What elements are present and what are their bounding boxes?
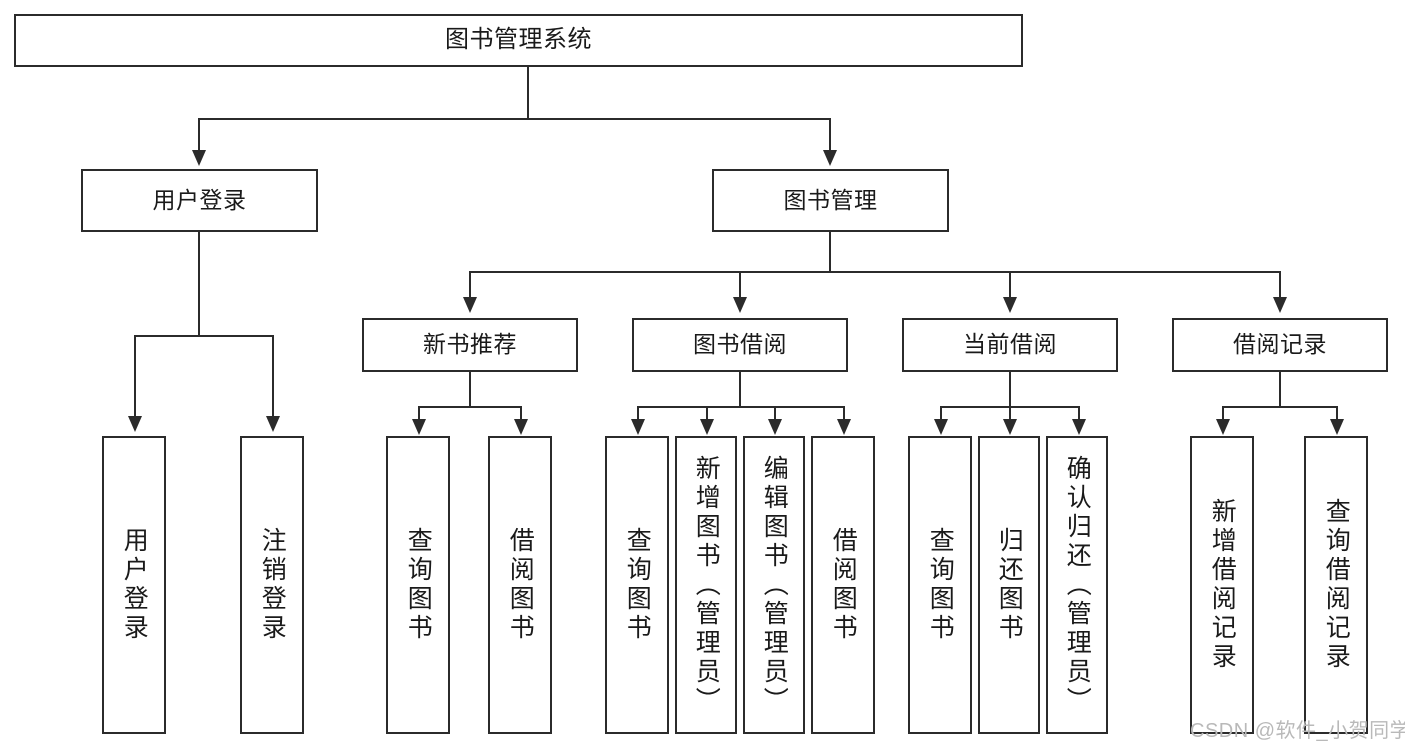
connector-current-borrow-leaf-1 [940, 406, 942, 420]
node-label: 查询借阅记录 [1322, 498, 1351, 672]
leaf-current-borrow-query[interactable]: 查询图书 [908, 436, 972, 734]
node-label: 查询图书 [623, 527, 652, 643]
connector-book-mgmt-bus [469, 271, 1281, 273]
connector-root-to-user-login [198, 118, 200, 151]
arrowhead-current-borrow-leaf-3 [1072, 419, 1086, 435]
arrowhead-new-book-leaf-1 [412, 419, 426, 435]
node-label: 图书管理系统 [445, 26, 592, 54]
node-label: 编辑图书（管理员） [760, 454, 789, 716]
arrowhead-borrow-record-leaf-2 [1330, 419, 1344, 435]
node-label: 图书借阅 [693, 331, 787, 358]
connector-user-login-bus [134, 335, 274, 337]
arrowhead-book-borrow-leaf-1 [631, 419, 645, 435]
node-label: 借阅图书 [829, 527, 858, 643]
arrowhead-book-mgmt-borrow [733, 297, 747, 313]
connector-new-book-stem [469, 372, 471, 407]
node-label: 查询图书 [926, 527, 955, 643]
node-book-borrow[interactable]: 图书借阅 [632, 318, 848, 372]
connector-book-borrow-leaf-1 [637, 406, 639, 420]
node-label: 借阅记录 [1233, 331, 1327, 358]
connector-book-borrow-leaf-4 [843, 406, 845, 420]
arrowhead-book-borrow-leaf-2 [700, 419, 714, 435]
connector-current-borrow-leaf-3 [1078, 406, 1080, 420]
connector-book-mgmt-to-record [1279, 271, 1281, 298]
node-label: 确认归还（管理员） [1063, 454, 1092, 716]
leaf-book-borrow-borrow[interactable]: 借阅图书 [811, 436, 875, 734]
leaf-current-borrow-confirm-admin[interactable]: 确认归还（管理员） [1046, 436, 1108, 734]
node-current-borrow[interactable]: 当前借阅 [902, 318, 1118, 372]
connector-user-login-stem [198, 232, 200, 336]
connector-borrow-record-stem [1279, 372, 1281, 407]
node-book-management[interactable]: 图书管理 [712, 169, 949, 232]
connector-borrow-record-bus [1222, 406, 1338, 408]
leaf-book-borrow-edit-admin[interactable]: 编辑图书（管理员） [743, 436, 805, 734]
connector-root-to-book-mgmt [829, 118, 831, 151]
node-label: 查询图书 [404, 527, 433, 643]
connector-book-borrow-leaf-3 [774, 406, 776, 420]
node-label: 归还图书 [995, 527, 1024, 643]
leaf-borrow-record-add[interactable]: 新增借阅记录 [1190, 436, 1254, 734]
arrowhead-book-borrow-leaf-4 [837, 419, 851, 435]
arrowhead-book-borrow-leaf-3 [768, 419, 782, 435]
node-label: 图书管理 [783, 186, 878, 213]
node-root-system[interactable]: 图书管理系统 [14, 14, 1023, 67]
node-user-login[interactable]: 用户登录 [81, 169, 318, 232]
csdn-watermark: CSDN @软件_小贺同学 [1190, 720, 1405, 742]
node-label: 用户登录 [152, 186, 247, 213]
connector-book-mgmt-stem [829, 232, 831, 272]
connector-user-login-to-leaf-2 [272, 335, 274, 417]
arrowhead-new-book-leaf-2 [514, 419, 528, 435]
connector-borrow-record-leaf-2 [1336, 406, 1338, 420]
node-label: 借阅图书 [506, 527, 535, 643]
leaf-current-borrow-return[interactable]: 归还图书 [978, 436, 1040, 734]
node-label: 新书推荐 [423, 331, 517, 358]
leaf-new-book-borrow[interactable]: 借阅图书 [488, 436, 552, 734]
node-label: 新增图书（管理员） [692, 454, 721, 716]
connector-borrow-record-leaf-1 [1222, 406, 1224, 420]
connector-new-book-leaf-1 [418, 406, 420, 420]
arrowhead-borrow-record-leaf-1 [1216, 419, 1230, 435]
arrowhead-book-mgmt-record [1273, 297, 1287, 313]
connector-book-mgmt-to-borrow [739, 271, 741, 298]
connector-root-stem [527, 66, 529, 119]
connector-book-borrow-stem [739, 372, 741, 407]
node-label: 当前借阅 [963, 331, 1057, 358]
node-label: 注销登录 [258, 527, 287, 643]
leaf-user-login-login[interactable]: 用户登录 [102, 436, 166, 734]
arrowhead-user-login-leaf-1 [128, 416, 142, 432]
connector-book-borrow-bus [637, 406, 845, 408]
arrowhead-book-mgmt-current [1003, 297, 1017, 313]
leaf-new-book-query[interactable]: 查询图书 [386, 436, 450, 734]
arrowhead-current-borrow-leaf-1 [934, 419, 948, 435]
connector-root-bus [198, 118, 830, 120]
connector-book-borrow-leaf-2 [706, 406, 708, 420]
leaf-user-login-logout[interactable]: 注销登录 [240, 436, 304, 734]
connector-current-borrow-leaf-2 [1009, 406, 1011, 420]
connector-book-mgmt-to-current [1009, 271, 1011, 298]
connector-new-book-leaf-2 [520, 406, 522, 420]
leaf-book-borrow-add-admin[interactable]: 新增图书（管理员） [675, 436, 737, 734]
node-borrow-record[interactable]: 借阅记录 [1172, 318, 1388, 372]
node-new-book-recommend[interactable]: 新书推荐 [362, 318, 578, 372]
connector-current-borrow-stem [1009, 372, 1011, 407]
leaf-borrow-record-query[interactable]: 查询借阅记录 [1304, 436, 1368, 734]
arrowhead-current-borrow-leaf-2 [1003, 419, 1017, 435]
arrowhead-user-login-leaf-2 [266, 416, 280, 432]
arrowhead-root-to-user-login [192, 150, 206, 166]
connector-user-login-to-leaf-1 [134, 335, 136, 417]
arrowhead-root-to-book-mgmt [823, 150, 837, 166]
node-label: 新增借阅记录 [1208, 498, 1237, 672]
leaf-book-borrow-query[interactable]: 查询图书 [605, 436, 669, 734]
node-label: 用户登录 [120, 527, 149, 643]
connector-book-mgmt-to-new-book [469, 271, 471, 298]
arrowhead-book-mgmt-new-book [463, 297, 477, 313]
connector-new-book-bus [418, 406, 522, 408]
